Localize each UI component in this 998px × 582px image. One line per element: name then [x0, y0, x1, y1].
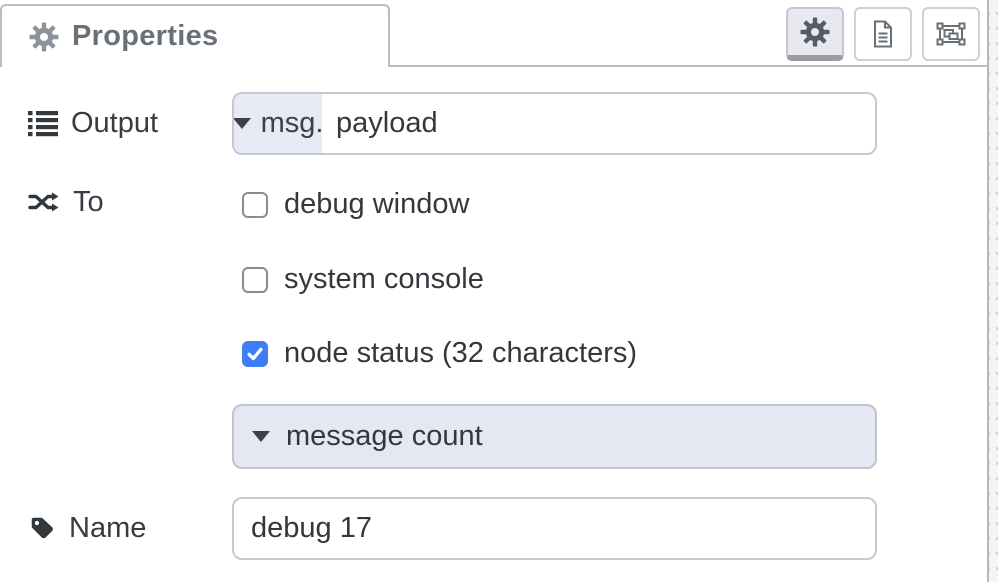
- status-type-value: message count: [286, 420, 483, 452]
- properties-tab-button[interactable]: [786, 7, 844, 61]
- shuffle-icon: [28, 187, 60, 217]
- node-status-checkbox[interactable]: [242, 340, 268, 367]
- status-type-dropdown[interactable]: message count: [232, 404, 877, 469]
- edit-tray-toolbar: [786, 7, 980, 61]
- debug-window-label: debug window: [284, 188, 470, 220]
- appearance-tab-button[interactable]: [922, 7, 980, 61]
- tag-icon: [28, 514, 56, 542]
- system-console-checkbox[interactable]: [242, 266, 268, 293]
- system-console-label: system console: [284, 263, 484, 295]
- chevron-down-icon: [234, 118, 251, 129]
- gear-icon: [29, 22, 59, 52]
- workspace-edge-strip: [987, 0, 998, 582]
- object-group-icon: [936, 19, 966, 49]
- to-field-label: To: [28, 184, 104, 220]
- output-typed-input: msg.: [232, 92, 877, 155]
- output-type-dropdown[interactable]: msg.: [234, 94, 324, 153]
- output-property-input[interactable]: [322, 94, 875, 153]
- output-type-label: msg.: [260, 107, 324, 139]
- tab-properties[interactable]: Properties: [0, 4, 390, 67]
- node-status-label: node status (32 characters): [284, 337, 638, 369]
- check-icon: [247, 347, 263, 360]
- node-status-checkbox-row[interactable]: node status (32 characters): [242, 337, 637, 370]
- tab-label: Properties: [72, 20, 219, 52]
- tab-underline: [390, 65, 987, 67]
- output-label-text: Output: [71, 106, 159, 139]
- description-tab-button[interactable]: [854, 7, 912, 61]
- system-console-checkbox-row[interactable]: system console: [242, 263, 484, 296]
- name-input[interactable]: [232, 497, 877, 560]
- document-icon: [868, 19, 898, 49]
- chevron-down-icon: [252, 431, 270, 442]
- list-icon: [28, 108, 58, 138]
- debug-window-checkbox-row[interactable]: debug window: [242, 188, 469, 221]
- output-field-label: Output: [28, 105, 158, 141]
- name-label-text: Name: [69, 511, 147, 544]
- debug-window-checkbox[interactable]: [242, 191, 268, 218]
- name-field-label: Name: [28, 510, 146, 546]
- gear-icon: [800, 17, 830, 47]
- to-label-text: To: [73, 185, 104, 218]
